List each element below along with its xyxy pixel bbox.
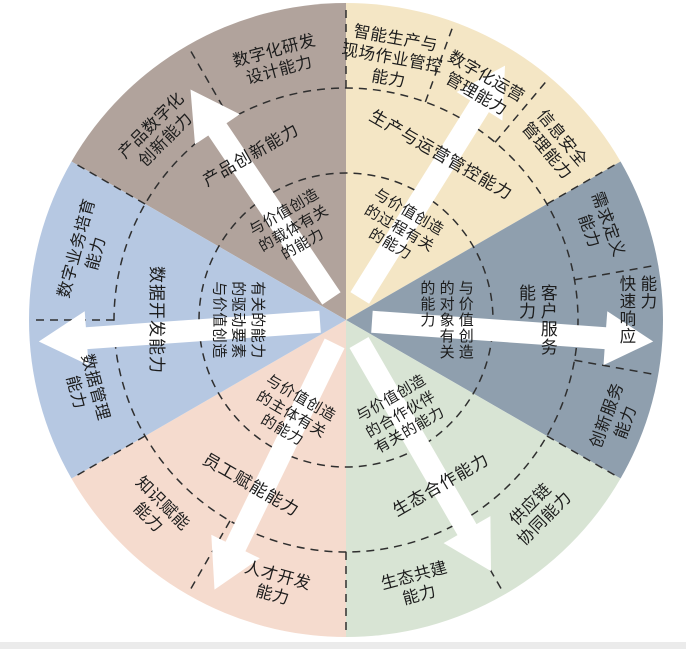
label-outer-process-2: 信息安全 管理能力 (517, 106, 592, 184)
label-inner-driver: 与价值创造 的驱动要素 有关的能力 (210, 281, 266, 359)
sector-object (346, 161, 663, 479)
label-middle-driver: 数据开发能力 (146, 266, 166, 374)
arrow-subject (211, 338, 345, 590)
label-outer-object-1: 快速响应 能力 (616, 274, 656, 345)
label-outer-driver-1: 数据管理 能力 (62, 351, 113, 423)
label-outer-object-2: 创新服务 能力 (586, 379, 641, 450)
label-outer-partner-1: 生态共建 能力 (379, 558, 450, 609)
label-middle-carrier: 产品创新能力 (199, 120, 303, 191)
label-middle-object: 客户服务 能力 (516, 284, 557, 356)
label-outer-driver-0: 数字业务培育 能力 (55, 196, 110, 300)
label-outer-process-0: 智能生产与 现场作业管控 能力 (340, 22, 444, 91)
label-outer-process-1: 数字化运营 管理能力 (442, 48, 528, 120)
sector-driver (28, 161, 346, 479)
arrow-carrier (190, 89, 341, 305)
label-middle-partner: 生态合作能力 (389, 449, 493, 520)
label-outer-partner-0: 供应链 协同能力 (506, 480, 576, 550)
label-outer-subject-1: 知识赋能 能力 (129, 473, 193, 537)
label-outer-object-0: 需求定义 能力 (574, 189, 628, 260)
label-outer-subject-0: 人才开发 能力 (242, 558, 313, 609)
arrow-object (371, 310, 654, 366)
label-inner-object: 与价值创造 的对象有关 的能力 (418, 280, 474, 360)
label-inner-carrier: 与价值创造 的载体有关 的能力 (245, 185, 331, 264)
sector-partner (346, 320, 621, 637)
label-middle-subject: 员工赋能能力 (199, 449, 303, 520)
arrow-partner (349, 337, 491, 572)
sector-subject (71, 320, 347, 637)
label-outer-carrier-1: 产品数字化 创新能力 (114, 88, 197, 171)
label-inner-partner: 与价值创造 的合作伙伴 有关的能力 (353, 371, 448, 458)
arrow-process (350, 65, 505, 304)
sector-process (346, 3, 621, 320)
bottom-page-strip (0, 642, 686, 649)
sector-carrier (71, 3, 347, 320)
label-inner-subject: 与价值创造 的主体有关 的能力 (253, 371, 339, 450)
arrow-driver (38, 310, 321, 366)
label-inner-process: 与价值创造 的过程有关 的能力 (361, 185, 447, 264)
label-outer-carrier-0: 数字化研发 设计能力 (230, 31, 318, 89)
